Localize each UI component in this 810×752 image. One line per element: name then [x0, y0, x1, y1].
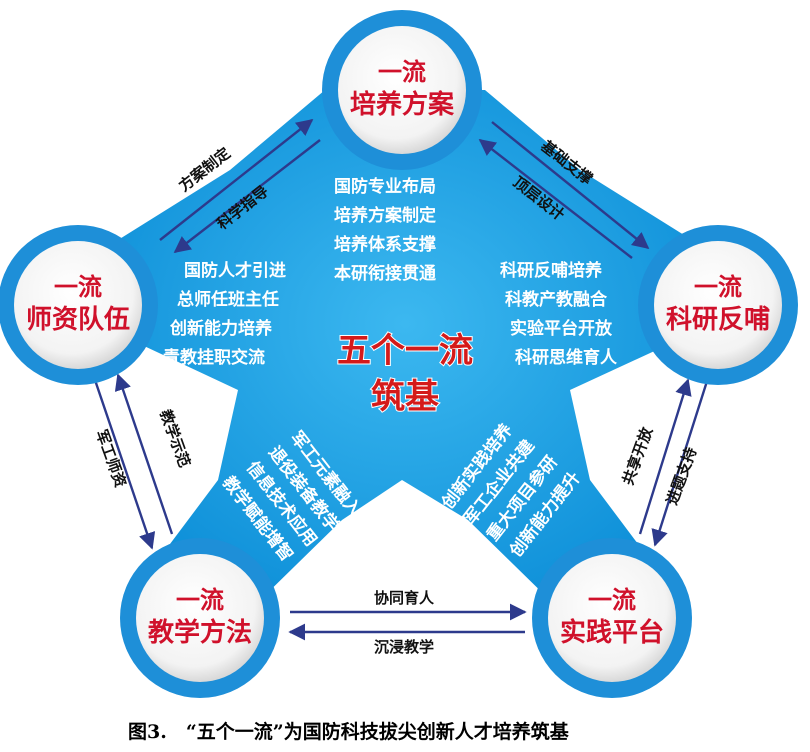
left-item: 国防人才引进: [184, 260, 286, 281]
top-item: 本研衔接贯通: [334, 263, 436, 284]
node-top: 一流 培养方案: [322, 10, 482, 170]
node-left-line2: 师资队伍: [26, 305, 130, 335]
link-left-bottom-inner-label: 教学示范: [156, 406, 194, 469]
top-item: 培养方案制定: [334, 205, 436, 226]
arrow-top-left-inner: [173, 139, 321, 254]
node-right-line2: 科研反哺: [666, 305, 770, 335]
arrow-left-bottom-outer: [93, 379, 156, 550]
node-bottom-right-face: [548, 554, 676, 682]
arrow-right-bottom-outer: [651, 377, 710, 547]
node-right: 一流 科研反哺: [638, 225, 798, 385]
top-item: 培养体系支撑: [334, 234, 436, 255]
arrow-left-bottom-inner: [114, 373, 174, 535]
node-left-line1: 一流: [54, 273, 102, 301]
arrow-top-left-outer: [159, 118, 314, 241]
node-right-line1: 一流: [694, 273, 742, 301]
node-right-face: [654, 241, 782, 369]
arrow-right-bottom-inner: [638, 378, 692, 535]
node-top-line2: 培养方案: [350, 89, 455, 120]
node-top-line1: 一流: [378, 58, 426, 86]
node-bottom-left: 一流 教学方法: [120, 538, 280, 698]
link-left-bottom-outer-label: 军工师资: [92, 427, 129, 490]
arrow-top-right-inner: [478, 138, 633, 259]
arrow-top-right-outer: [491, 121, 650, 250]
right-item: 实验平台开放: [510, 318, 613, 339]
center-title-line1: 五个一流: [337, 331, 473, 371]
top-item: 国防专业布局: [334, 176, 436, 197]
node-left: 一流 师资队伍: [0, 225, 158, 385]
node-bottom-right-line2: 实践平台: [560, 617, 664, 648]
link-right-bottom-outer-label: 进题支持: [663, 445, 700, 508]
node-top-face: [338, 26, 466, 154]
link-bottom-upper-label: 协同育人: [374, 589, 435, 607]
node-bottom-right-line1: 一流: [588, 586, 636, 614]
node-bottom-left-face: [136, 554, 264, 682]
right-items: 科研反哺培养 科教产教融合 实验平台开放 科研思维育人: [500, 260, 618, 368]
right-item: 科教产教融合: [505, 289, 608, 310]
link-arrows: [93, 118, 710, 641]
figure-caption: 图3. “五个一流”为国防科技拔尖创新人才培养筑基: [128, 720, 570, 743]
node-bottom-left-line2: 教学方法: [148, 617, 252, 648]
node-left-face: [14, 241, 142, 369]
top-items: 国防专业布局 培养方案制定 培养体系支撑 本研衔接贯通: [334, 176, 436, 284]
left-item: 创新能力培养: [169, 318, 273, 339]
right-item: 科研反哺培养: [500, 260, 603, 281]
star-shape: [110, 90, 700, 610]
link-bottom-lower-label: 沉浸教学: [374, 638, 434, 656]
left-item: 总师任班主任: [177, 289, 279, 310]
center-title-line2: 筑基: [371, 377, 439, 417]
left-items: 国防人才引进 总师任班主任 创新能力培养 青教挂职交流: [163, 260, 286, 368]
node-bottom-right: 一流 实践平台: [532, 538, 692, 698]
left-item: 青教挂职交流: [163, 347, 265, 368]
link-right-bottom-inner-label: 共享开放: [619, 424, 657, 487]
right-item: 科研思维育人: [515, 347, 618, 368]
node-bottom-left-line1: 一流: [176, 586, 224, 614]
